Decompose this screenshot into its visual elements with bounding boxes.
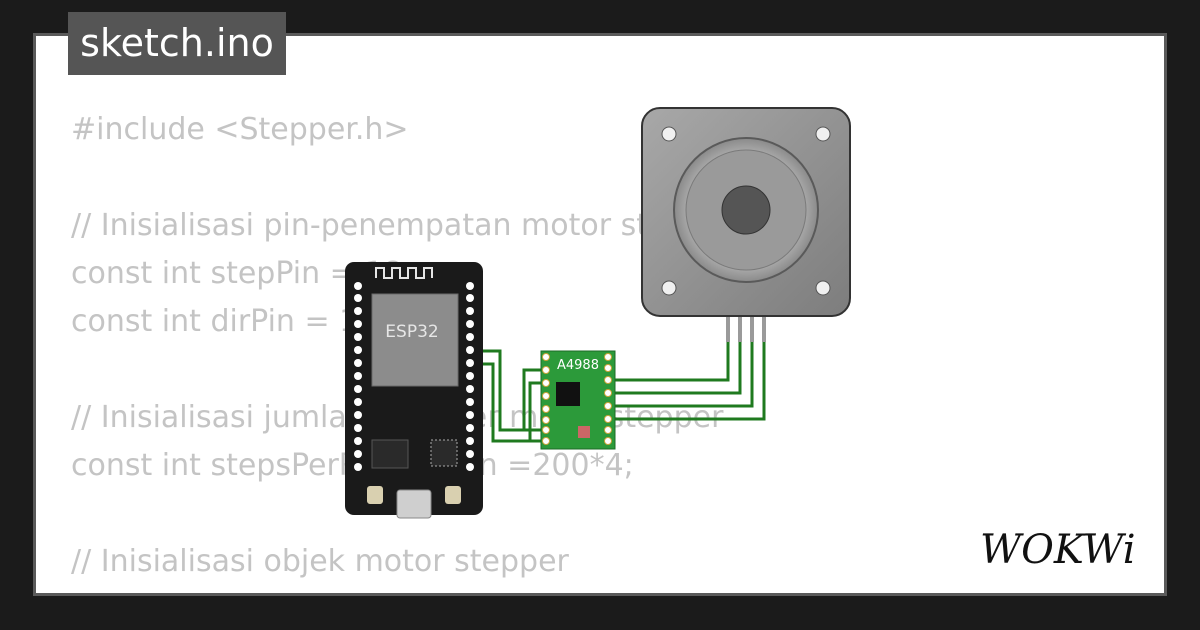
wires xyxy=(477,342,766,443)
motor-shaft xyxy=(721,185,771,235)
driver-right-pins xyxy=(604,353,612,445)
motor-screw xyxy=(661,126,677,142)
motor-screw xyxy=(815,280,831,296)
code-line: // Inisialisasi objek motor stepper xyxy=(71,544,569,579)
motor-lead xyxy=(726,312,730,342)
wire xyxy=(608,342,742,395)
wire xyxy=(477,362,546,443)
wire xyxy=(522,368,546,430)
right-pin-column xyxy=(466,282,474,471)
stepper-motor[interactable] xyxy=(641,107,851,342)
motor-lead xyxy=(738,312,742,342)
driver-left-pins xyxy=(542,353,550,445)
driver-potentiometer xyxy=(578,426,590,438)
left-pin-column xyxy=(354,282,362,471)
usb-port xyxy=(396,489,432,519)
a4988-driver[interactable]: A4988 xyxy=(540,350,616,450)
boot-button[interactable] xyxy=(367,486,383,504)
esp32-board[interactable]: ESP32 xyxy=(345,262,483,519)
motor-screw xyxy=(815,126,831,142)
motor-screw xyxy=(661,280,677,296)
wokwi-logo: WOKWi xyxy=(980,527,1136,573)
antenna-trace xyxy=(375,267,433,279)
driver-chip xyxy=(556,382,580,406)
file-tab[interactable]: sketch.ino xyxy=(68,12,286,75)
reset-button[interactable] xyxy=(445,486,461,504)
motor-lead xyxy=(750,312,754,342)
code-line: Stepper myStepper(stepsPerRevolution, st… xyxy=(71,586,917,593)
code-line: const int dirPin = 19; xyxy=(71,304,388,339)
usb-uart-chip xyxy=(430,439,458,467)
voltage-regulator xyxy=(371,439,409,469)
wire xyxy=(608,342,766,421)
wire xyxy=(608,342,754,408)
wire xyxy=(608,342,730,382)
wokwi-logo-text: WOKWi xyxy=(980,527,1136,573)
esp32-label: ESP32 xyxy=(385,322,438,342)
motor-lead xyxy=(762,312,766,342)
code-line: #include <Stepper.h> xyxy=(71,112,409,147)
driver-label: A4988 xyxy=(557,358,599,373)
esp32-module xyxy=(371,293,459,387)
